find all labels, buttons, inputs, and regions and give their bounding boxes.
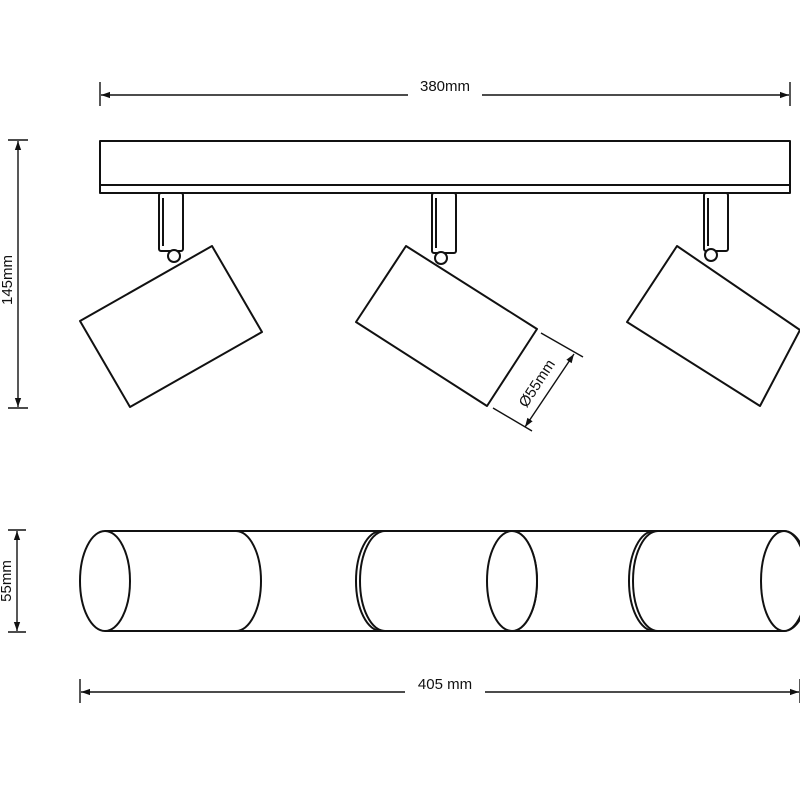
cylinder-end <box>486 530 538 632</box>
bottom-width-dimension: 405 mm <box>79 673 800 703</box>
spot-shade <box>79 245 263 408</box>
bottom-height-label: 55mm <box>0 560 15 602</box>
spot-joint <box>434 251 448 265</box>
spot-joint <box>704 248 718 262</box>
bottom-view: 55mm 405 mm <box>0 529 800 703</box>
cylinder-right <box>628 530 800 632</box>
cylinder-end <box>79 530 131 632</box>
bottom-height-dimension: 55mm <box>0 529 26 633</box>
front-view: 380mm 145mm <box>0 76 800 432</box>
label-backdrop <box>0 555 14 607</box>
bottom-width-label: 405 mm <box>418 676 472 693</box>
top-width-dimension: 380mm <box>99 76 791 106</box>
cylinder-left <box>79 530 262 632</box>
label-backdrop <box>0 240 14 320</box>
top-width-label: 380mm <box>420 78 470 95</box>
spot-shade <box>355 245 538 407</box>
cylinder-back-edge <box>632 530 659 632</box>
spot-joint <box>167 249 181 263</box>
cylinder-back-edge <box>359 530 386 632</box>
ceiling-bar <box>99 140 791 194</box>
cylinder-end <box>760 530 800 632</box>
height-label: 145mm <box>0 255 16 305</box>
spot-right <box>626 192 800 407</box>
spot-left <box>79 192 263 408</box>
dimension-line <box>524 353 575 428</box>
spot-shade <box>626 245 800 407</box>
cylinder-body <box>105 530 262 632</box>
shade-diameter-label: Ø55mm <box>516 357 559 411</box>
extension-line-lower <box>492 407 533 432</box>
height-dimension: 145mm <box>0 139 28 409</box>
label-backdrop <box>408 76 482 96</box>
spot-center <box>355 192 538 407</box>
cylinder-center <box>355 530 538 632</box>
label-backdrop <box>405 673 485 693</box>
extension-line-upper <box>540 332 584 358</box>
